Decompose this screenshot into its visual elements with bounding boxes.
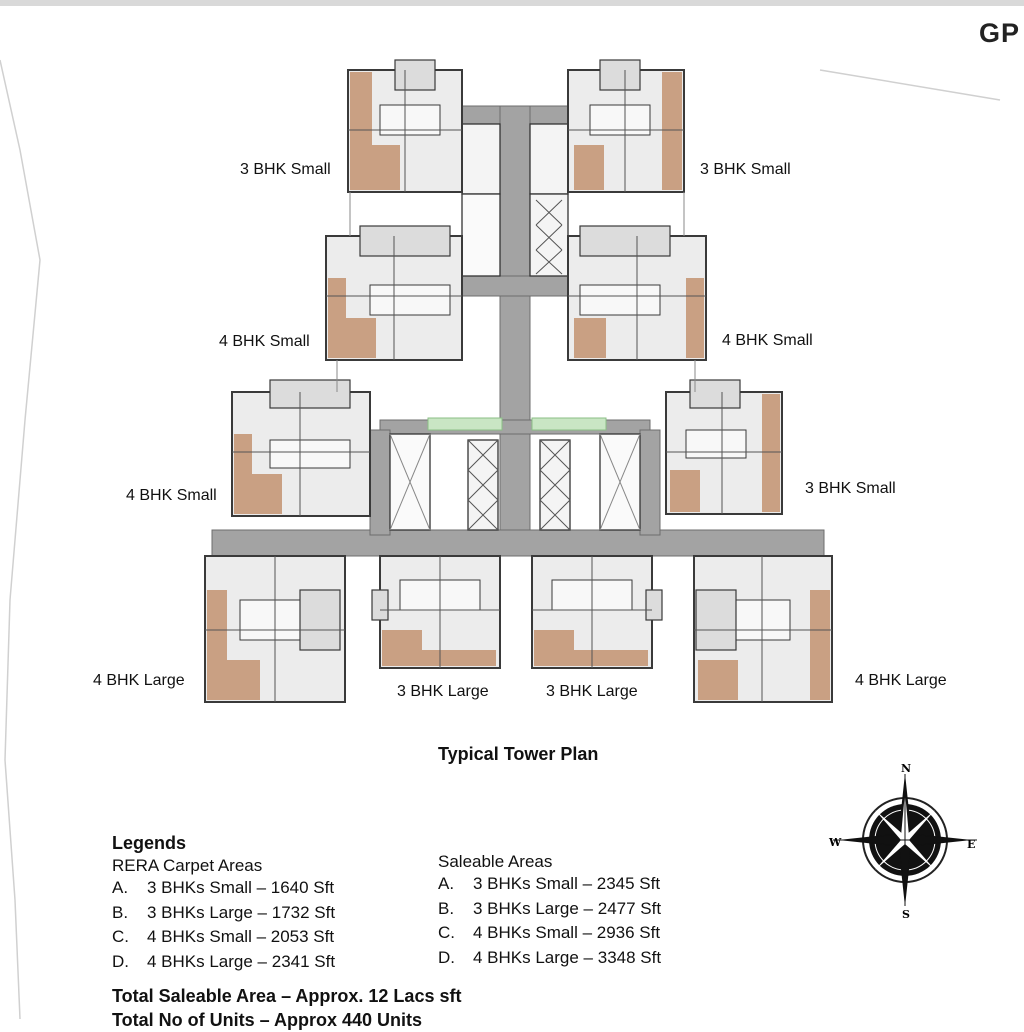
plan-title: Typical Tower Plan — [438, 744, 599, 764]
legend-heading: Legends — [112, 833, 187, 853]
label-unit-tr3: 3 BHK Small — [805, 480, 896, 497]
service-lines — [336, 192, 696, 392]
unit-3bhk-small-top-right — [567, 59, 685, 193]
unit-3bhk-large-middle-right — [531, 555, 663, 669]
legend-carpet-item: A.3 BHKs Small – 1640 Sft — [112, 878, 335, 898]
label-unit-bm2: 3 BHK Large — [546, 683, 638, 700]
legend-saleable-item: C.4 BHKs Small – 2936 Sft — [438, 923, 661, 943]
total-units: Total No of Units – Approx 440 Units — [112, 1010, 423, 1030]
legend-saleable-title: Saleable Areas — [438, 852, 553, 871]
compass-n: N — [901, 762, 911, 775]
legend-carpet-title: RERA Carpet Areas — [112, 856, 263, 875]
label-unit-tr2: 4 BHK Small — [722, 332, 813, 349]
unit-4bhk-large-right — [693, 555, 833, 703]
compass-w: W — [828, 836, 842, 849]
corner-title: GP — [978, 18, 1020, 48]
green-strips — [427, 417, 607, 431]
compass-s: S — [902, 908, 910, 921]
label-unit-bl: 4 BHK Large — [93, 672, 185, 689]
label-unit-bm1: 3 BHK Large — [397, 683, 489, 700]
top-border — [0, 0, 1024, 6]
room-partitions — [205, 70, 832, 702]
lift-cores — [389, 123, 641, 531]
total-saleable-area: Total Saleable Area – Approx. 12 Lacs sf… — [112, 986, 462, 1006]
legend-saleable-item: B.3 BHKs Large – 2477 Sft — [438, 898, 662, 918]
compass-e: E — [967, 838, 975, 851]
label-unit-br: 4 BHK Large — [855, 672, 947, 689]
label-unit-tl3: 4 BHK Small — [126, 487, 217, 504]
unit-4bhk-small-left-lower — [231, 379, 371, 517]
compass-rose-icon: N E S W — [828, 762, 977, 921]
legend-saleable-item: A.3 BHKs Small – 2345 Sft — [438, 874, 661, 894]
unit-3bhk-small-right-lower — [665, 379, 783, 515]
corridor — [211, 105, 825, 557]
legend-carpet-item: C.4 BHKs Small – 2053 Sft — [112, 927, 335, 947]
legend-carpet-item: B.3 BHKs Large – 1732 Sft — [112, 902, 336, 922]
label-unit-tl2: 4 BHK Small — [219, 333, 310, 350]
totals: Total Saleable Area – Approx. 12 Lacs sf… — [112, 984, 461, 1032]
legend-carpet: Legends RERA Carpet Areas A.3 BHKs Small… — [112, 833, 335, 974]
label-unit-tr1: 3 BHK Small — [700, 161, 791, 178]
legend-carpet-item: D.4 BHKs Large – 2341 Sft — [112, 951, 336, 971]
legend-saleable: Saleable Areas A.3 BHKs Small – 2345 Sft… — [438, 852, 661, 970]
legend-saleable-item: D.4 BHKs Large – 3348 Sft — [438, 947, 662, 967]
unit-3bhk-large-middle-left — [371, 555, 501, 669]
site-outline — [0, 59, 1001, 1019]
label-unit-tl1: 3 BHK Small — [240, 161, 331, 178]
